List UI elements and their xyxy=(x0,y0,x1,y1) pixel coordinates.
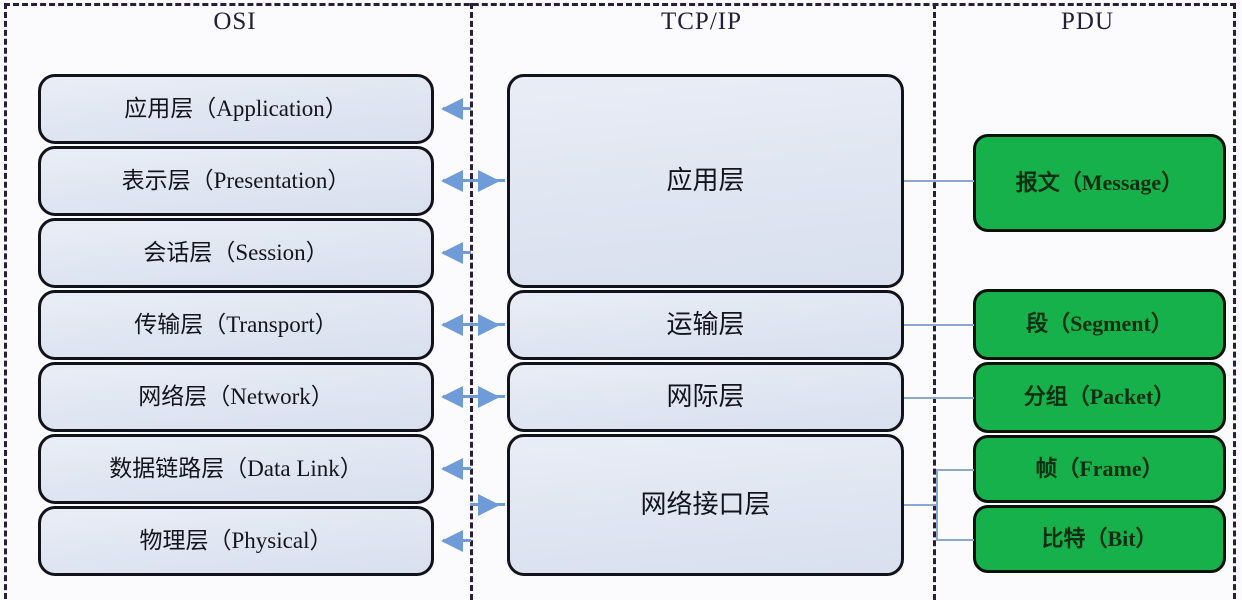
osi-layer-data-link[interactable]: 数据链路层（Data Link） xyxy=(38,434,434,504)
osi-layer-physical[interactable]: 物理层（Physical） xyxy=(38,506,434,576)
tcpip-layer-network-interface[interactable]: 网络接口层 xyxy=(507,434,904,576)
connector-internet-to-packet xyxy=(904,397,974,399)
arrow-left-transport xyxy=(441,314,463,336)
osi-layer-data-link-label: 数据链路层（Data Link） xyxy=(109,456,363,482)
osi-layer-network-label: 网络层（Network） xyxy=(138,384,334,410)
connector-network-interface-fork xyxy=(936,469,938,541)
connector-fork-to-bit xyxy=(936,539,974,541)
connector-network-interface-trunk xyxy=(904,504,938,506)
arrow-stem-presentation xyxy=(443,179,505,182)
pdu-unit-frame-label: 帧（Frame） xyxy=(1035,455,1164,481)
column-divider-osi-tcpip xyxy=(470,3,473,600)
osi-layer-session-label: 会话层（Session） xyxy=(143,240,329,266)
arrow-left-presentation xyxy=(441,170,463,192)
pdu-unit-segment[interactable]: 段（Segment） xyxy=(973,289,1226,360)
osi-layer-physical-label: 物理层（Physical） xyxy=(139,528,333,554)
osi-layer-transport[interactable]: 传输层（Transport） xyxy=(38,290,434,360)
arrow-stem-transport xyxy=(443,323,505,326)
arrow-left-physical xyxy=(441,530,463,552)
pdu-unit-bit[interactable]: 比特（Bit） xyxy=(973,505,1226,573)
tcpip-layer-transport-label: 运输层 xyxy=(666,309,745,339)
arrow-stem-network xyxy=(443,395,505,398)
tcpip-layer-internet-label: 网际层 xyxy=(666,381,745,411)
column-header-tcpip: TCP/IP xyxy=(660,8,743,35)
osi-layer-presentation-label: 表示层（Presentation） xyxy=(121,168,351,194)
osi-layer-transport-label: 传输层（Transport） xyxy=(134,312,338,338)
column-divider-tcpip-pdu xyxy=(933,3,936,600)
arrow-left-network xyxy=(441,386,463,408)
tcpip-layer-transport[interactable]: 运输层 xyxy=(507,290,904,360)
arrow-right-presentation xyxy=(478,170,500,192)
arrow-left-session xyxy=(441,242,463,264)
pdu-unit-message[interactable]: 报文（Message） xyxy=(973,134,1226,232)
arrow-left-data-link xyxy=(441,458,463,480)
osi-layer-network[interactable]: 网络层（Network） xyxy=(38,362,434,432)
osi-layer-presentation[interactable]: 表示层（Presentation） xyxy=(38,146,434,216)
column-header-osi: OSI xyxy=(213,8,257,35)
pdu-unit-bit-label: 比特（Bit） xyxy=(1041,525,1158,551)
arrow-right-network xyxy=(478,386,500,408)
arrow-right-transport xyxy=(478,314,500,336)
connector-transport-to-segment xyxy=(904,324,974,326)
pdu-unit-packet[interactable]: 分组（Packet） xyxy=(973,362,1226,433)
arrow-left-application xyxy=(441,98,463,120)
arrow-right-data-link-lower xyxy=(478,494,500,516)
tcpip-layer-network-interface-label: 网络接口层 xyxy=(640,489,771,519)
connector-application-to-message xyxy=(904,180,974,182)
column-header-pdu: PDU xyxy=(1060,8,1114,35)
osi-layer-session[interactable]: 会话层（Session） xyxy=(38,218,434,288)
pdu-unit-message-label: 报文（Message） xyxy=(1015,169,1184,195)
pdu-unit-frame[interactable]: 帧（Frame） xyxy=(973,435,1226,503)
osi-layer-application[interactable]: 应用层（Application） xyxy=(38,74,434,144)
pdu-unit-packet-label: 分组（Packet） xyxy=(1023,384,1176,410)
tcpip-layer-application-label: 应用层 xyxy=(666,165,745,195)
pdu-unit-segment-label: 段（Segment） xyxy=(1026,311,1173,337)
tcpip-layer-internet[interactable]: 网际层 xyxy=(507,362,904,432)
connector-fork-to-frame xyxy=(936,469,974,471)
osi-layer-application-label: 应用层（Application） xyxy=(124,96,348,122)
tcpip-layer-application[interactable]: 应用层 xyxy=(507,74,904,288)
